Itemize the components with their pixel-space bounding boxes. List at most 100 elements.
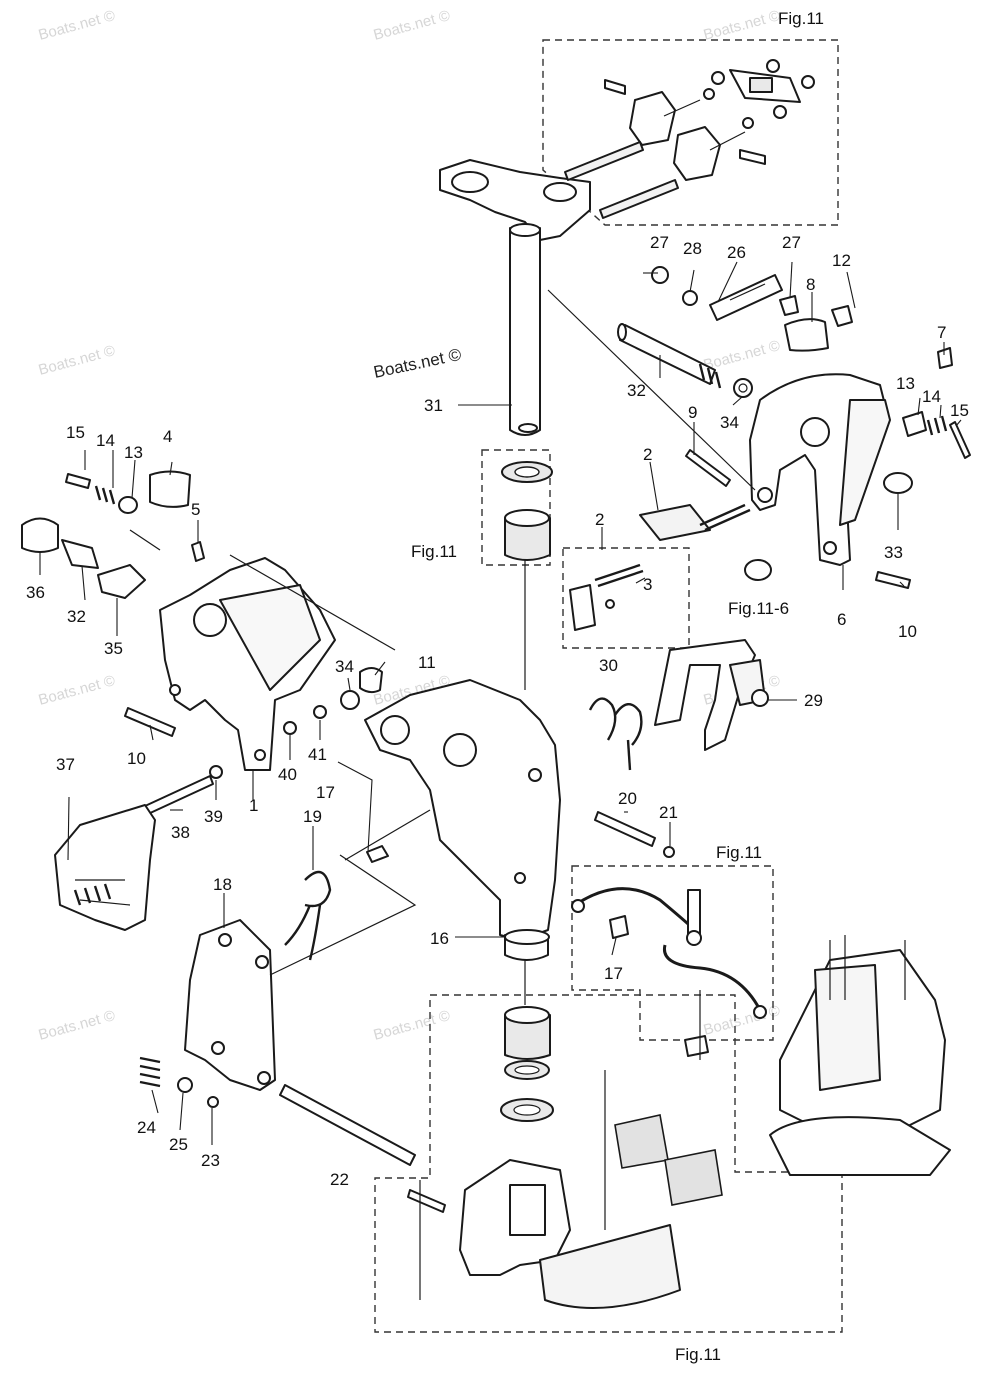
stopper-29 (654, 639, 769, 751)
callout-15: 15 (950, 401, 969, 420)
callout-16: 16 (430, 929, 449, 948)
callout-2: 2 (595, 510, 604, 529)
callout-34: 34 (720, 413, 739, 432)
damper-pads (614, 1114, 723, 1206)
leader-lines (39, 261, 962, 1145)
watermark: Boats.net © (372, 1007, 452, 1044)
fig11-bottom-box (374, 994, 843, 1333)
washer-25 (177, 1077, 193, 1093)
spring-14 (926, 415, 948, 436)
callout-labels: 1 2 2 3 4 5 6 7 8 9 10 10 11 12 13 13 14… (26, 233, 969, 1189)
callout-38: 38 (171, 823, 190, 842)
callout-5: 5 (191, 500, 200, 519)
clamp-bracket-left (159, 557, 336, 771)
bushing-33 (883, 472, 913, 494)
clip-21 (663, 846, 675, 858)
cap-fig11-6 (744, 559, 772, 581)
callout-36: 36 (26, 583, 45, 602)
bushings-lower (500, 1006, 554, 1122)
callout-2: 2 (643, 445, 652, 464)
callout-19: 19 (303, 807, 322, 826)
pin-9 (685, 449, 731, 487)
callout-39: 39 (204, 807, 223, 826)
callout-37: 37 (56, 755, 75, 774)
fig11-top-parts (564, 59, 815, 219)
washer-40 (283, 721, 297, 735)
pin-20 (594, 811, 656, 847)
callout-28: 28 (683, 239, 702, 258)
bushing-4 (149, 470, 191, 508)
callout-3: 3 (643, 575, 652, 594)
link-26 (651, 266, 953, 369)
callout-31: 31 (424, 396, 443, 415)
callout-27: 27 (650, 233, 669, 252)
sub-assembly-2 (569, 563, 644, 631)
callout-15: 15 (66, 423, 85, 442)
main-watermark: Boats.net © (372, 345, 464, 382)
callout-33: 33 (884, 543, 903, 562)
tilt-shaft-32 (617, 323, 722, 389)
callout-12: 12 (832, 251, 851, 270)
callout-13: 13 (896, 374, 915, 393)
washer-39 (209, 765, 223, 779)
callout-10: 10 (898, 622, 917, 641)
pin-5 (191, 541, 205, 562)
callout-10: 10 (127, 749, 146, 768)
fig11-right-box (571, 865, 774, 1041)
watermark: Boats.net © (702, 1002, 782, 1039)
callout-23: 23 (201, 1151, 220, 1170)
pin-22 (279, 1084, 416, 1166)
nut-13 (902, 411, 927, 437)
callout-27: 27 (782, 233, 801, 252)
lower-mount-bracket (407, 1159, 681, 1309)
watermark: Boats.net © (37, 342, 117, 379)
spring-30 (588, 697, 643, 771)
cap-11 (359, 667, 383, 694)
watermark: Boats.net © (702, 7, 782, 44)
hose-assembly (571, 887, 767, 1057)
callout-40: 40 (278, 765, 297, 784)
assembly-lines (129, 289, 756, 1300)
callout-6: 6 (837, 610, 846, 629)
screw-32 (61, 539, 99, 569)
fig-ref-bushing: Fig.11 (411, 542, 457, 561)
fig-ref-right: Fig.11 (716, 843, 762, 862)
fig-ref-sub6: Fig.11-6 (728, 599, 789, 618)
tilt-bracket-18 (184, 919, 276, 1091)
knob-36 (21, 517, 59, 553)
callout-14: 14 (96, 431, 115, 450)
watermark: Boats.net © (372, 7, 452, 44)
callout-41: 41 (308, 745, 327, 764)
callout-9: 9 (688, 403, 697, 422)
callout-32: 32 (627, 381, 646, 400)
swivel-bracket (364, 679, 561, 961)
bolt-15 (949, 421, 971, 459)
callout-26: 26 (727, 243, 746, 262)
reference-boxes (374, 39, 843, 1333)
watermark: Boats.net © (37, 1007, 117, 1044)
bushings-upper (501, 461, 553, 561)
bolt-10-right (875, 571, 911, 589)
callout-21: 21 (659, 803, 678, 822)
callout-30: 30 (599, 656, 618, 675)
fig-ref-bottom: Fig.11 (675, 1345, 721, 1364)
callout-8: 8 (806, 275, 815, 294)
bolt-15-left (65, 473, 91, 489)
callout-29: 29 (804, 691, 823, 710)
callout-18: 18 (213, 875, 232, 894)
bolt-17-left (366, 845, 389, 863)
callout-13: 13 (124, 443, 143, 462)
sub-assembly-2-box (562, 547, 690, 649)
steering-bracket (439, 159, 591, 436)
callout-7: 7 (937, 323, 946, 342)
bolt-10-left (124, 707, 176, 737)
spring-14-left (94, 485, 116, 505)
callout-20: 20 (618, 789, 637, 808)
nut-13-left (118, 496, 138, 514)
callout-11: 11 (418, 653, 436, 672)
spring-24 (139, 1056, 161, 1088)
tilt-lock-lever (639, 503, 751, 541)
clamp-bracket-right (749, 373, 891, 566)
